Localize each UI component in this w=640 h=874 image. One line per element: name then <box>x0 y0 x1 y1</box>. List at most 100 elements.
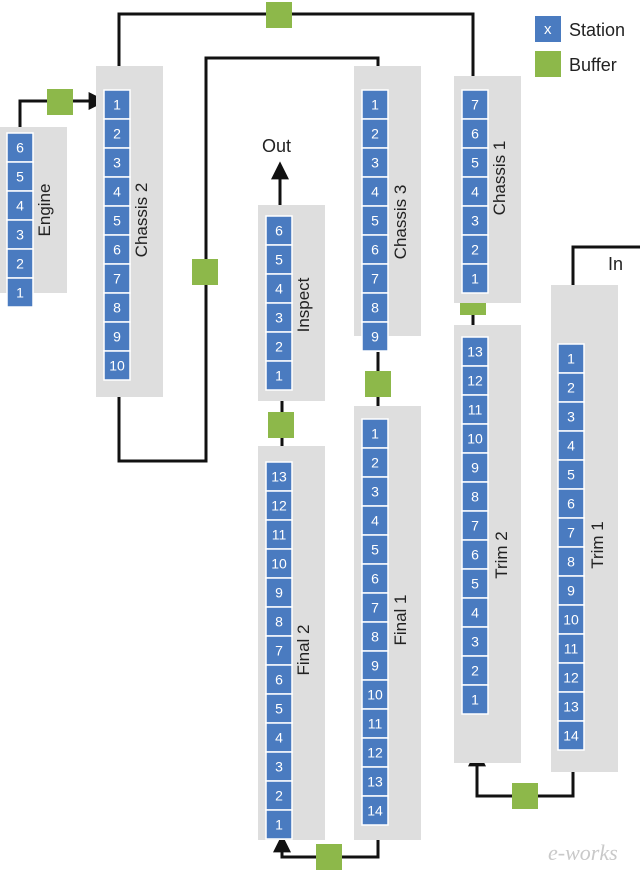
station-number: 3 <box>16 227 24 243</box>
station-number: 8 <box>567 554 575 570</box>
station-box <box>557 430 585 461</box>
station-box <box>557 720 585 751</box>
station-box <box>557 372 585 403</box>
station-number: 2 <box>275 339 283 355</box>
line-name-chassis3: Chassis 3 <box>391 185 410 260</box>
station-number: 11 <box>368 716 383 732</box>
station-number: 6 <box>371 571 379 587</box>
buffer-chassis2-chassis3 <box>192 259 218 285</box>
station-number: 1 <box>275 368 283 384</box>
station-number: 10 <box>109 358 125 374</box>
station-number: 7 <box>113 271 121 287</box>
station-box <box>557 401 585 432</box>
station-number: 4 <box>567 438 575 454</box>
station-box <box>461 176 489 207</box>
station-number: 12 <box>367 745 383 761</box>
station-box <box>265 548 293 579</box>
legend: x Station Buffer <box>535 16 625 77</box>
station-box <box>265 215 293 246</box>
station-number: 3 <box>567 409 575 425</box>
line-name-chassis2: Chassis 2 <box>132 183 151 258</box>
station-box <box>6 219 34 250</box>
station-number: 3 <box>275 759 283 775</box>
station-number: 3 <box>471 634 479 650</box>
station-box <box>6 190 34 221</box>
connector-chassis1-to-chassis2 <box>110 12 475 90</box>
station-box <box>557 488 585 519</box>
station-box <box>265 809 293 840</box>
station-number: 2 <box>16 256 24 272</box>
station-number: 9 <box>567 583 575 599</box>
station-number: 2 <box>471 663 479 679</box>
buffer-engine-chassis2 <box>47 89 73 115</box>
station-number: 1 <box>471 271 479 287</box>
station-box <box>265 577 293 608</box>
station-number: 5 <box>16 169 24 185</box>
station-number: 7 <box>371 271 379 287</box>
station-number: 2 <box>371 455 379 471</box>
station-number: 6 <box>567 496 575 512</box>
station-number: 11 <box>564 641 579 657</box>
station-box <box>103 321 131 352</box>
station-box <box>557 546 585 577</box>
legend-buffer-label: Buffer <box>569 55 617 75</box>
buffer-final2-inspect <box>268 412 294 438</box>
station-number: 4 <box>275 730 283 746</box>
station-box <box>461 423 489 454</box>
station-number: 4 <box>113 184 121 200</box>
station-number: 8 <box>371 300 379 316</box>
station-number: 7 <box>275 643 283 659</box>
station-box <box>461 626 489 657</box>
station-box <box>361 89 389 120</box>
station-number: 6 <box>471 126 479 142</box>
station-number: 10 <box>467 431 483 447</box>
station-box <box>461 263 489 294</box>
station-box <box>361 766 389 797</box>
legend-station-label: Station <box>569 20 625 40</box>
station-number: 5 <box>371 542 379 558</box>
station-box <box>461 510 489 541</box>
station-number: 9 <box>275 585 283 601</box>
station-box <box>461 539 489 570</box>
station-box <box>557 459 585 490</box>
station-number: 1 <box>113 97 121 113</box>
station-number: 5 <box>113 213 121 229</box>
line-name-chassis1: Chassis 1 <box>490 141 509 216</box>
station-box <box>265 461 293 492</box>
station-box <box>361 737 389 768</box>
station-box <box>265 606 293 637</box>
station-number: 6 <box>275 223 283 239</box>
station-box <box>461 597 489 628</box>
station-number: 2 <box>275 788 283 804</box>
station-box <box>361 263 389 294</box>
station-box <box>361 679 389 710</box>
station-number: 12 <box>271 498 287 514</box>
station-number: 7 <box>567 525 575 541</box>
station-box <box>557 691 585 722</box>
station-box <box>361 205 389 236</box>
station-number: 3 <box>471 213 479 229</box>
station-box <box>265 693 293 724</box>
line-name-trim2: Trim 2 <box>492 531 511 579</box>
station-number: 6 <box>113 242 121 258</box>
station-box <box>361 118 389 149</box>
station-number: 10 <box>563 612 579 628</box>
station-box <box>103 147 131 178</box>
station-box <box>361 147 389 178</box>
buffer-chassis1-chassis2 <box>266 2 292 28</box>
buffer-chassis3-final1 <box>365 371 391 397</box>
station-number: 2 <box>471 242 479 258</box>
station-number: 8 <box>471 489 479 505</box>
connector-engine-to-chassis2 <box>18 92 107 127</box>
